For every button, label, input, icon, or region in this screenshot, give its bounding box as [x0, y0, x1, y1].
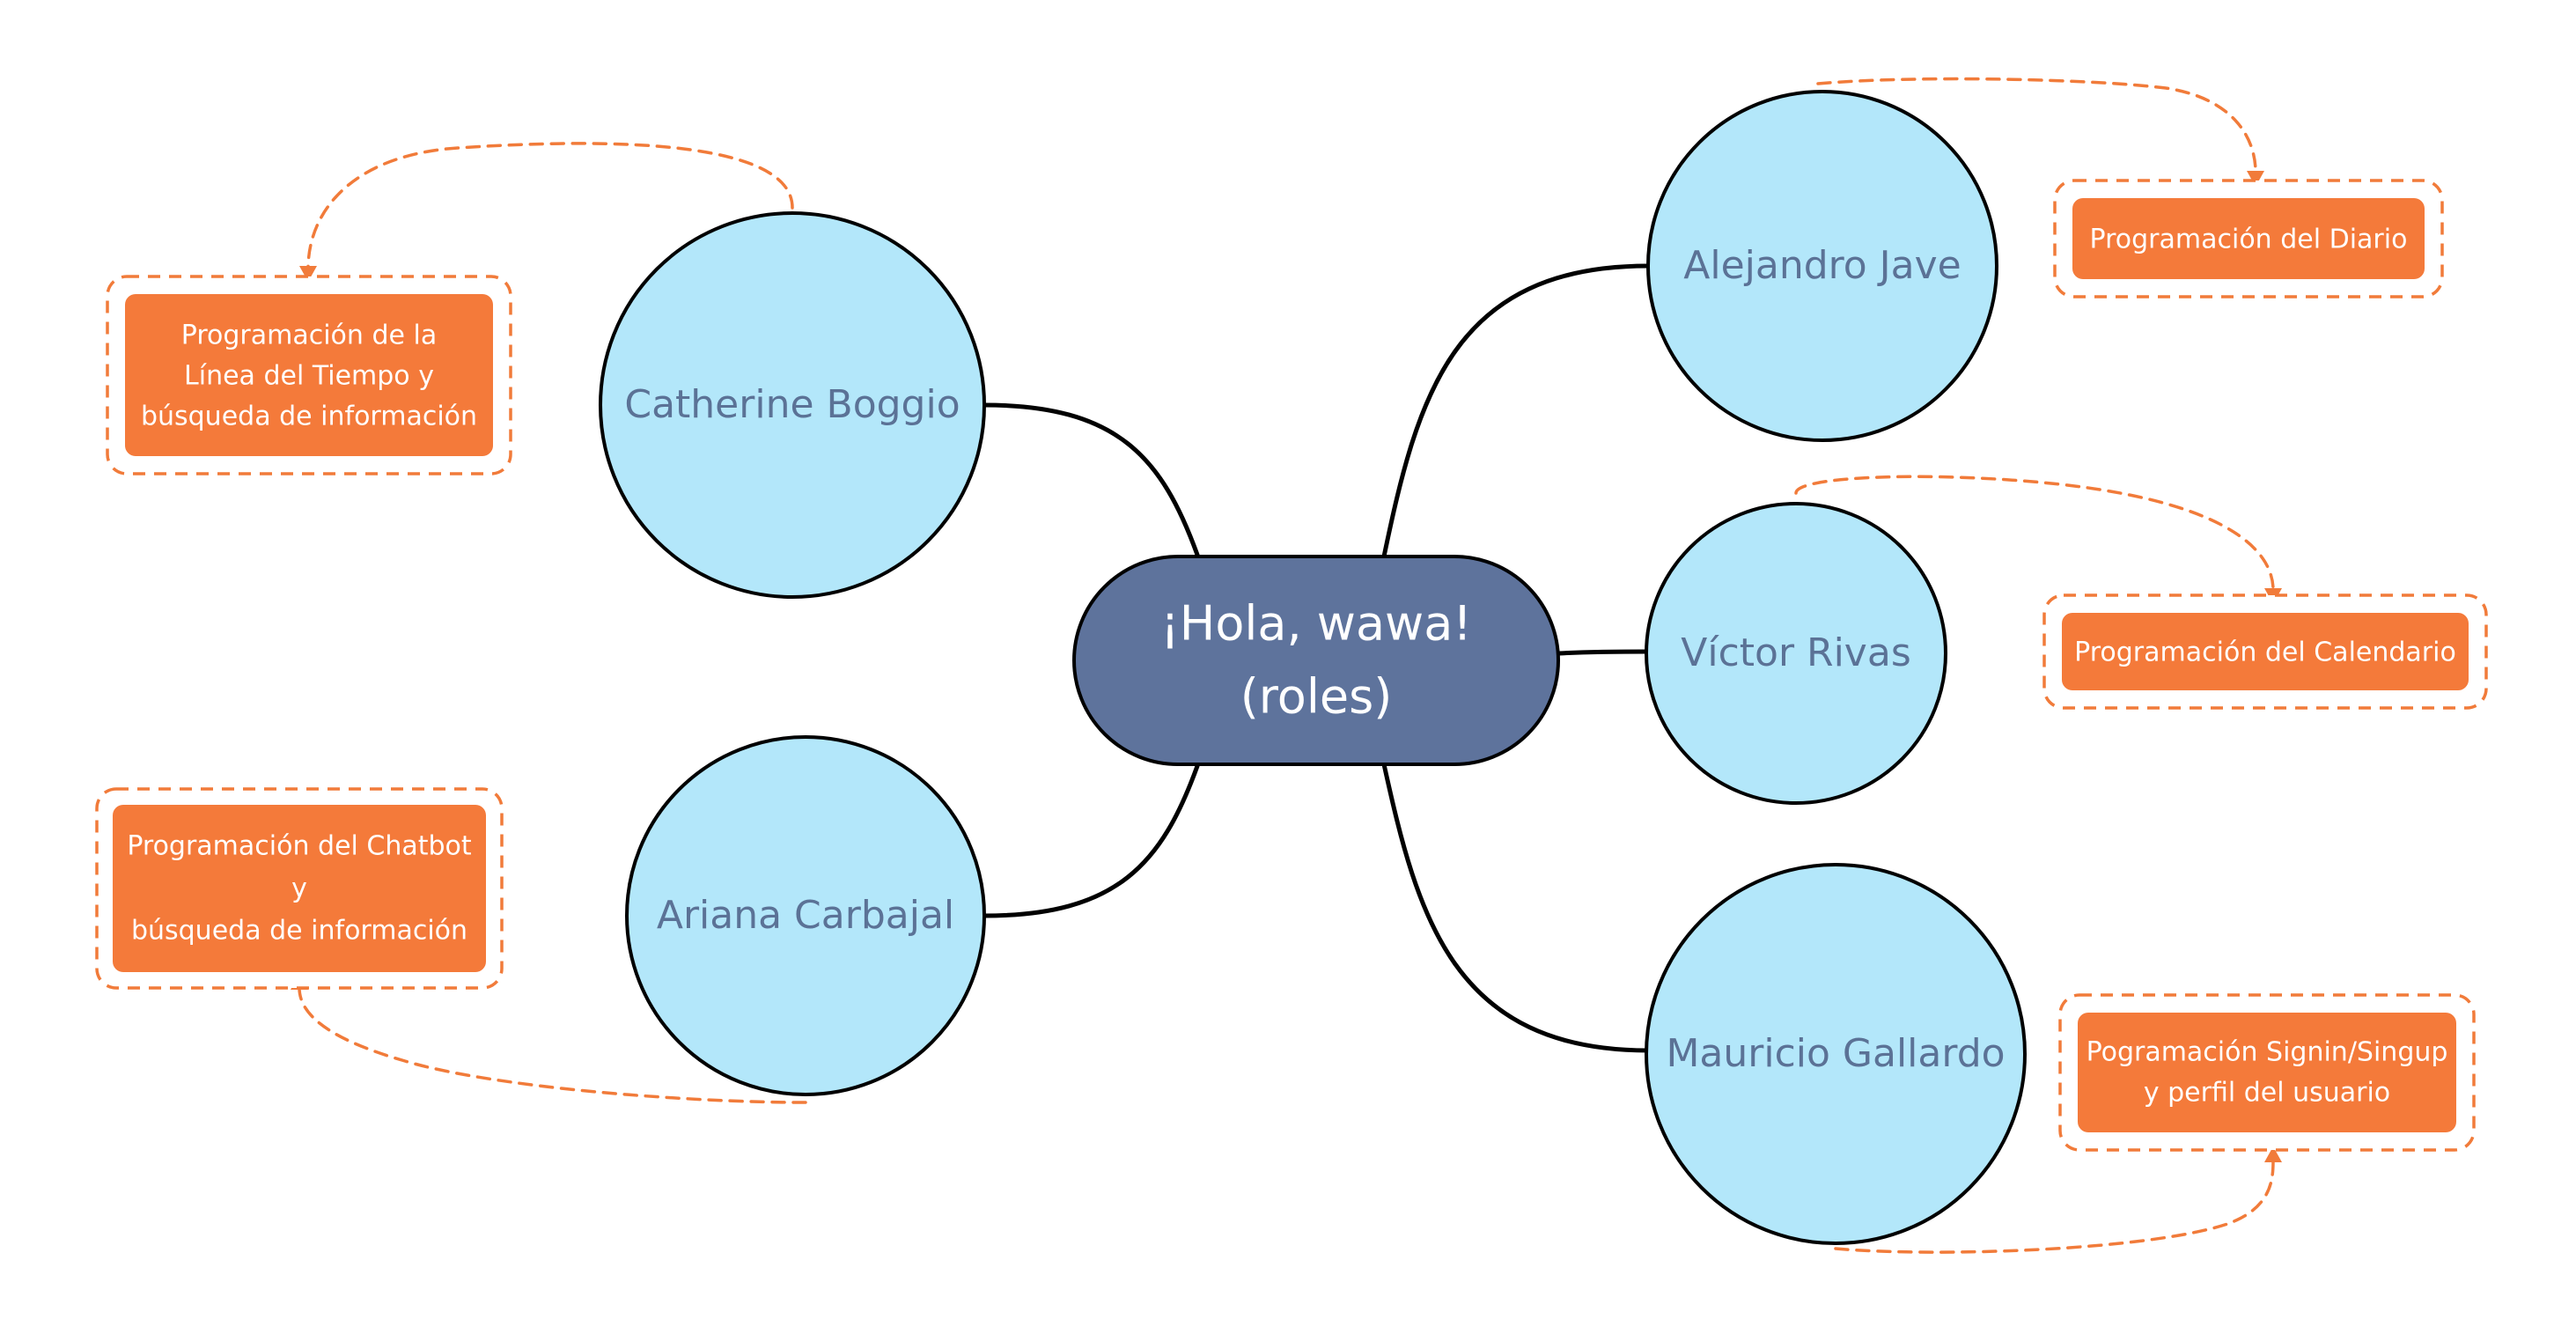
arrowhead-alejandro: [2247, 171, 2264, 187]
person-circle: [625, 735, 986, 1096]
person-alejandro: Alejandro Jave: [1646, 90, 1998, 442]
person-ariana: Ariana Carbajal: [625, 735, 986, 1096]
person-name: Ariana Carbajal: [657, 893, 954, 938]
person-circle: [1645, 502, 1947, 805]
connector-catherine: [306, 142, 794, 270]
branch-alejandro: [1381, 263, 1651, 559]
branch-lines: [982, 263, 1651, 1053]
task-catherine: Programación de la Línea del Tiempo y bú…: [106, 275, 512, 475]
task-line: Programación del Calendario: [2074, 638, 2456, 668]
person-catherine: Catherine Boggio: [599, 211, 986, 599]
task-line: búsqueda de información: [131, 916, 467, 947]
task-line: y: [291, 873, 307, 904]
task-victor: Programación del Calendario: [2042, 593, 2488, 710]
task-box: [2072, 198, 2425, 279]
connector-ariana: [298, 986, 807, 1104]
connector-victor: [1794, 475, 2275, 590]
task-box: [125, 294, 493, 456]
person-circle: [599, 211, 986, 599]
task-line: Pogramación Signin/Singup: [2087, 1037, 2448, 1068]
person-name: Mauricio Gallardo: [1666, 1031, 2005, 1076]
center-title-line1: ¡Hola, wawa!: [1160, 596, 1472, 652]
person-circle: [1646, 90, 1998, 442]
person-name: Alejandro Jave: [1683, 243, 1961, 288]
connector-alejandro: [1816, 77, 2257, 173]
center-pill: [1072, 555, 1560, 766]
branch-ariana: [982, 763, 1200, 918]
task-box: [113, 805, 486, 972]
person-circle: [1645, 863, 2027, 1245]
task-line: Programación de la: [181, 321, 437, 351]
center-topic: ¡Hola, wawa! (roles): [1072, 555, 1560, 766]
arrowhead-catherine: [299, 266, 317, 282]
arrowhead-mauricio: [2264, 1146, 2282, 1162]
branch-catherine: [982, 402, 1200, 557]
branch-victor: [1556, 649, 1651, 656]
person-victor: Víctor Rivas: [1645, 502, 1947, 805]
task-ariana: Programación del Chatbot y búsqueda de i…: [95, 787, 504, 990]
task-mauricio: Pogramación Signin/Singup y perfil del u…: [2058, 993, 2476, 1152]
task-box: [2062, 613, 2469, 690]
task-line: Programación del Chatbot: [127, 831, 472, 862]
task-alejandro: Programación del Diario: [2053, 179, 2444, 298]
person-name: Catherine Boggio: [624, 382, 960, 427]
person-name: Víctor Rivas: [1681, 630, 1911, 675]
task-line: y perfil del usuario: [2144, 1078, 2390, 1109]
task-box: [2078, 1013, 2456, 1132]
task-line: Programación del Diario: [2090, 225, 2408, 255]
connector-mauricio: [1834, 1159, 2275, 1254]
branch-mauricio: [1381, 762, 1651, 1053]
center-title-line2: (roles): [1240, 669, 1393, 725]
person-mauricio: Mauricio Gallardo: [1645, 863, 2027, 1245]
task-line: búsqueda de información: [141, 402, 477, 432]
task-line: Línea del Tiempo y: [184, 361, 434, 392]
